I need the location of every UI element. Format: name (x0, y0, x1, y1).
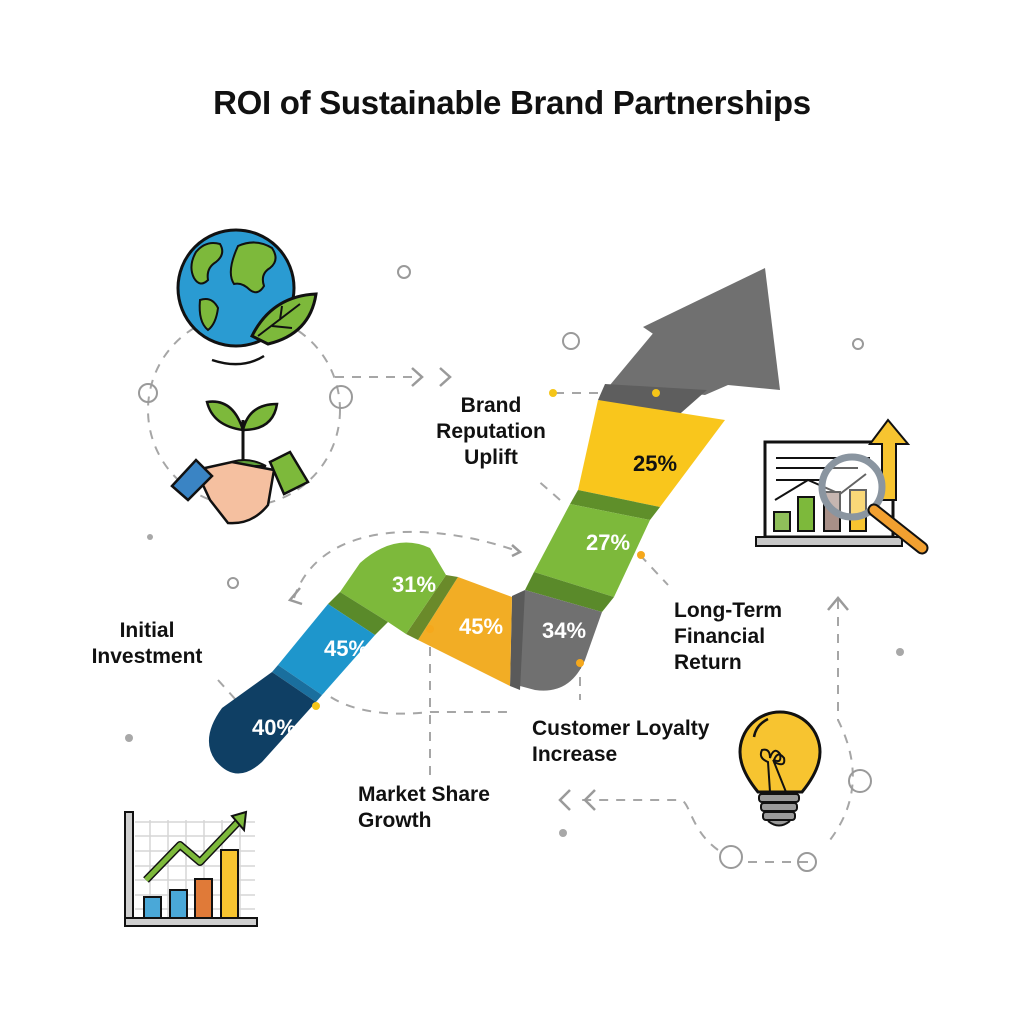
report-magnifier-icon (755, 418, 929, 555)
label-line: Brand (460, 394, 522, 417)
segment-45-blue (278, 604, 375, 695)
segment-31 (340, 542, 446, 634)
label-line: Return (674, 651, 742, 674)
decor-circles (138, 265, 872, 872)
label-line: Financial (674, 625, 766, 648)
lightbulb-icon (738, 710, 822, 827)
globe-leaf-icon (176, 228, 318, 366)
value-45-blue: 45% (324, 636, 368, 661)
handshake-sprout-icon (170, 400, 310, 525)
label-customer-loyalty: Customer Loyalty Increase (532, 716, 732, 768)
value-34: 34% (542, 618, 586, 643)
label-line: Long-Term (674, 599, 783, 622)
value-27: 27% (586, 530, 630, 555)
label-initial-investment: Initial Investment (80, 618, 214, 670)
segment-45-orange (418, 577, 512, 686)
value-40: 40% (252, 715, 296, 740)
label-line: Reputation (436, 420, 546, 443)
label-line: Market Share (358, 783, 490, 806)
label-line: Investment (91, 645, 203, 668)
chevrons (287, 367, 849, 811)
roi-arrow (208, 268, 780, 774)
decor-dots (125, 534, 904, 837)
label-line: Growth (358, 809, 432, 832)
label-line: Initial (119, 619, 175, 642)
segment-25 (578, 400, 725, 507)
bar-chart-growth-icon (124, 810, 258, 927)
value-31: 31% (392, 572, 436, 597)
label-line: Uplift (464, 446, 518, 469)
segment-values: 40% 45% 31% 45% 34% 27% 25% (252, 451, 677, 740)
value-25: 25% (633, 451, 677, 476)
label-brand-reputation: Brand Reputation Uplift (430, 393, 552, 471)
segment-27 (534, 504, 650, 597)
page-title: ROI of Sustainable Brand Partnerships (213, 84, 811, 121)
label-line: Increase (532, 743, 618, 766)
label-line: Customer Loyalty (532, 717, 710, 740)
segment-40 (208, 672, 316, 774)
value-45-orange: 45% (459, 614, 503, 639)
label-market-share: Market Share Growth (358, 782, 518, 834)
label-long-term-return: Long-Term Financial Return (674, 598, 814, 676)
